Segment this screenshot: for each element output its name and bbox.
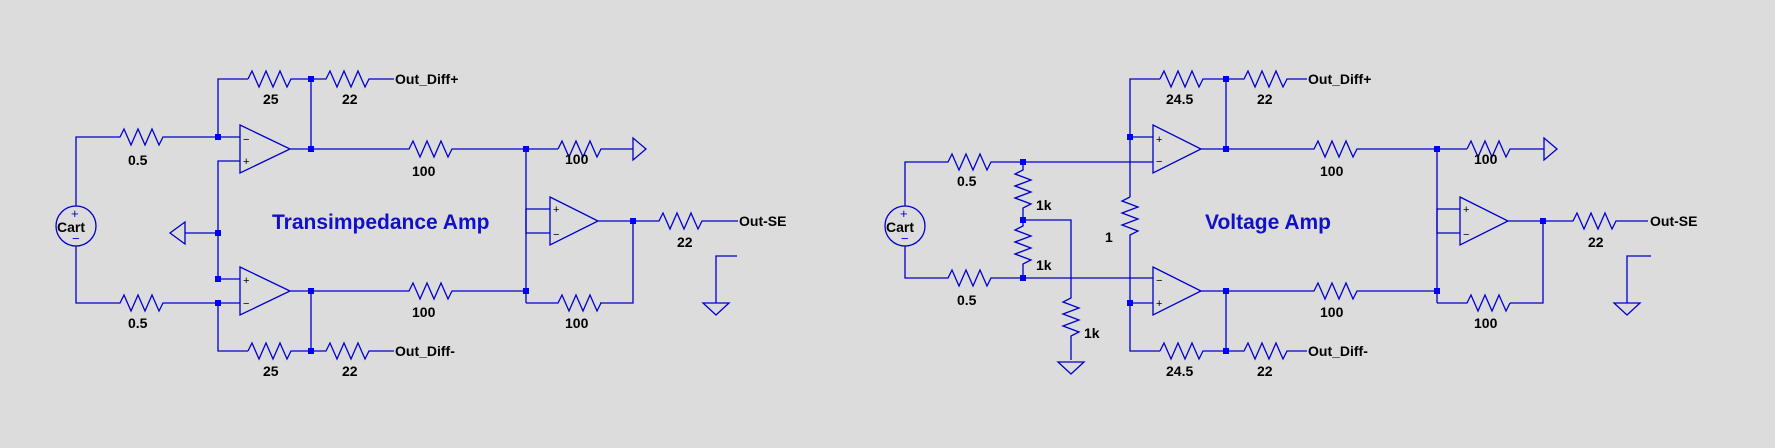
value-r-se-left: 22: [677, 234, 693, 250]
value-r-mid-bot-left: 100: [412, 304, 436, 320]
svg-text:−: −: [72, 231, 80, 246]
value-r-out-top-left: 22: [342, 91, 358, 107]
svg-text:−: −: [1156, 156, 1162, 168]
value-r-diff-bot-left: 100: [565, 315, 589, 331]
resistor-in-top-left[interactable]: [115, 127, 218, 147]
junctions-left: [215, 76, 636, 354]
value-r-bias-2-right: 1k: [1036, 257, 1052, 273]
resistor-bias-2-right[interactable]: [1013, 220, 1033, 278]
svg-text:−: −: [1156, 275, 1162, 287]
value-r-in-top-right: 0.5: [957, 173, 977, 189]
resistor-out-bot-left[interactable]: [311, 341, 394, 361]
svg-text:+: +: [1463, 204, 1469, 216]
cart-label-right: Cart: [886, 219, 914, 235]
resistor-fb-bot-right[interactable]: [1159, 341, 1226, 361]
value-r-out-top-right: 22: [1257, 91, 1273, 107]
value-r-mid-top-left: 100: [412, 163, 436, 179]
resistor-fb-top-left[interactable]: [247, 69, 311, 89]
ground-symbol-left: [701, 302, 731, 316]
value-r-bias-3-right: 1k: [1084, 325, 1100, 341]
svg-text:−: −: [901, 231, 909, 246]
resistor-mid-bot-right[interactable]: [1305, 281, 1437, 301]
ground-ref-diff-right: [1543, 136, 1559, 162]
cart-source-left[interactable]: + − Cart: [55, 205, 97, 247]
svg-text:+: +: [243, 156, 249, 168]
value-r-gain-right: 1: [1105, 229, 1113, 245]
resistor-in-bot-left[interactable]: [115, 293, 218, 313]
svg-text:−: −: [243, 134, 249, 146]
value-r-mid-top-right: 100: [1320, 163, 1344, 179]
value-r-fb-top-right: 24.5: [1166, 91, 1193, 107]
resistor-out-top-left[interactable]: [311, 69, 394, 89]
value-r-in-top-left: 0.5: [128, 152, 148, 168]
svg-text:+: +: [71, 206, 79, 221]
resistor-bias-1-right[interactable]: [1013, 162, 1033, 220]
net-out-diff-neg-left: Out_Diff-: [395, 343, 455, 359]
opamp-bot-left[interactable]: + −: [239, 265, 292, 317]
opamp-diff-left[interactable]: + −: [549, 195, 600, 247]
net-out-se-left: Out-SE: [739, 213, 786, 229]
resistor-se-right[interactable]: [1543, 211, 1648, 231]
value-r-diff-top-right: 100: [1474, 151, 1498, 167]
junctions-right: [1020, 76, 1546, 354]
ground-ref-left: [168, 220, 186, 246]
resistor-bias-3-right[interactable]: [1061, 290, 1081, 360]
ground-symbol-bias-right: [1056, 361, 1086, 375]
opamp-top-right[interactable]: + −: [1152, 123, 1203, 175]
opamp-top-left[interactable]: − +: [239, 123, 292, 175]
resistor-diff-bot-left[interactable]: [526, 293, 602, 313]
svg-text:+: +: [243, 275, 249, 287]
title-transimpedance-amp: Transimpedance Amp: [272, 211, 489, 234]
value-r-mid-bot-right: 100: [1320, 304, 1344, 320]
opamp-bot-right[interactable]: − +: [1152, 265, 1203, 317]
ground-ref-diff-left: [632, 136, 648, 162]
resistor-mid-top-right[interactable]: [1305, 139, 1437, 159]
value-r-diff-bot-right: 100: [1474, 315, 1498, 331]
value-r-diff-top-left: 100: [565, 151, 589, 167]
resistor-diff-top-right[interactable]: [1466, 139, 1544, 159]
resistor-se-left[interactable]: [633, 211, 738, 231]
value-r-bias-1-right: 1k: [1036, 197, 1052, 213]
value-r-out-bot-right: 22: [1257, 363, 1273, 379]
cart-label-left: Cart: [57, 219, 85, 235]
resistor-mid-top-left[interactable]: [395, 139, 526, 159]
value-r-in-bot-left: 0.5: [128, 315, 148, 331]
value-r-fb-bot-left: 25: [263, 363, 279, 379]
cart-source-right[interactable]: + − Cart: [884, 205, 926, 247]
svg-text:−: −: [553, 229, 559, 241]
value-r-se-right: 22: [1588, 234, 1604, 250]
resistor-fb-top-right[interactable]: [1159, 69, 1226, 89]
svg-text:+: +: [1156, 134, 1162, 146]
resistor-gain-right[interactable]: [1120, 196, 1140, 303]
net-out-diff-pos-right: Out_Diff+: [1308, 71, 1371, 87]
ground-symbol-right: [1612, 302, 1642, 316]
resistor-diff-top-left[interactable]: [557, 139, 633, 159]
net-out-diff-neg-right: Out_Diff-: [1308, 343, 1368, 359]
resistor-out-top-right[interactable]: [1226, 69, 1307, 89]
value-r-fb-top-left: 25: [263, 91, 279, 107]
value-r-fb-bot-right: 24.5: [1166, 363, 1193, 379]
value-r-out-bot-left: 22: [342, 363, 358, 379]
svg-text:+: +: [553, 204, 559, 216]
svg-text:+: +: [900, 206, 908, 221]
title-voltage-amp: Voltage Amp: [1205, 211, 1331, 234]
net-out-diff-pos-left: Out_Diff+: [395, 71, 458, 87]
resistor-fb-bot-left[interactable]: [247, 341, 311, 361]
transimpedance-amp-circuit: + − Cart 0.5 0.5 25 22 Out_Diff+ 25 22 O…: [55, 69, 786, 379]
resistor-diff-bot-right[interactable]: [1437, 293, 1511, 313]
resistor-in-top-right[interactable]: [945, 152, 1023, 172]
resistor-out-bot-right[interactable]: [1226, 341, 1307, 361]
svg-text:−: −: [243, 298, 249, 310]
svg-text:+: +: [1156, 298, 1162, 310]
net-out-se-right: Out-SE: [1650, 213, 1697, 229]
value-r-in-bot-right: 0.5: [957, 292, 977, 308]
opamp-diff-right[interactable]: + −: [1459, 195, 1510, 247]
voltage-amp-circuit: + − Cart 0.5 0.5 1k 1k 1k 1 + −: [884, 69, 1697, 379]
resistor-mid-bot-left[interactable]: [395, 281, 526, 301]
resistor-in-bot-right[interactable]: [945, 268, 1023, 288]
svg-text:−: −: [1463, 229, 1469, 241]
